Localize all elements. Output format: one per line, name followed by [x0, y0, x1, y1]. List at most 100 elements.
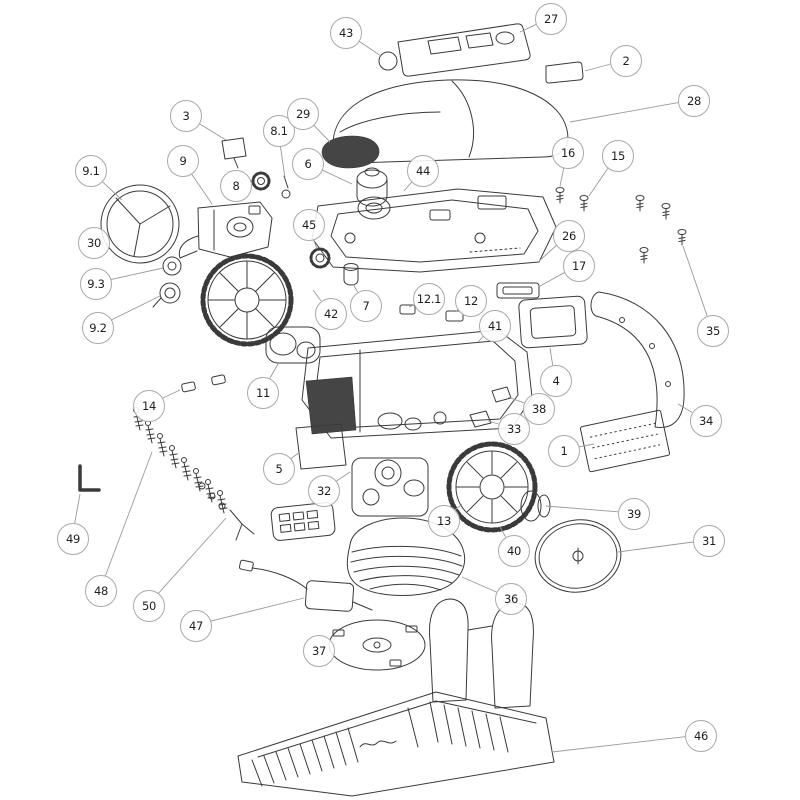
leader-line-49	[74, 493, 81, 524]
leader-line-35	[682, 245, 708, 316]
callout-11: 11	[247, 377, 279, 409]
leader-line-16	[559, 166, 565, 187]
callout-26: 26	[553, 220, 585, 252]
bearing-part	[162, 256, 182, 276]
pcb-part	[579, 409, 671, 473]
leader-line-27	[519, 23, 537, 33]
leader-line-29	[312, 123, 331, 143]
leader-line-8.1	[279, 144, 286, 179]
callout-42: 42	[315, 298, 347, 330]
callout-48: 48	[85, 575, 117, 607]
callout-16: 16	[552, 137, 584, 169]
drive-gear-part	[200, 253, 294, 347]
plate-12-part	[445, 310, 464, 322]
callout-29: 29	[287, 98, 319, 130]
callout-28: 28	[678, 85, 710, 117]
leader-line-38	[507, 396, 525, 404]
leader-line-33	[487, 420, 499, 425]
allen-key-part	[78, 464, 101, 492]
callout-1: 1	[548, 435, 580, 467]
leader-line-6	[320, 168, 353, 185]
leader-line-26	[537, 244, 558, 263]
callout-49: 49	[57, 523, 89, 555]
callout-8: 8	[220, 170, 252, 202]
leader-line-34	[677, 403, 693, 413]
callout-45: 45	[293, 209, 325, 241]
callout-17: 17	[563, 250, 595, 282]
tray-part	[496, 282, 540, 299]
leader-line-3	[197, 122, 227, 141]
callout-50: 50	[133, 590, 165, 622]
leader-line-11	[269, 363, 279, 380]
callout-27: 27	[535, 3, 567, 35]
callout-4: 4	[540, 365, 572, 397]
pcb-small-part	[221, 137, 247, 169]
leader-line-32	[335, 471, 351, 483]
callout-41: 41	[479, 310, 511, 342]
blade-motor-part	[351, 457, 429, 517]
leader-line-50	[157, 517, 227, 595]
callout-7: 7	[350, 290, 382, 322]
leader-line-46	[551, 736, 686, 753]
bushing-part	[343, 263, 359, 286]
clip-part	[181, 374, 226, 393]
callout-9.3: 9.3	[80, 268, 112, 300]
leader-line-47	[209, 597, 305, 622]
callout-47: 47	[180, 610, 212, 642]
callout-44: 44	[407, 155, 439, 187]
leader-line-9.1	[100, 179, 123, 201]
leader-line-36	[461, 576, 497, 593]
knob-part	[378, 51, 398, 71]
callout-9.1: 9.1	[75, 155, 107, 187]
battery-box-part	[518, 295, 588, 349]
callout-38: 38	[523, 393, 555, 425]
leader-line-48	[104, 451, 153, 577]
callout-33: 33	[498, 413, 530, 445]
hub-part	[152, 282, 181, 308]
leader-line-14	[161, 389, 181, 400]
leader-line-44	[403, 181, 413, 192]
leader-line-9.2	[110, 295, 161, 321]
plate-12-1-part	[399, 304, 416, 315]
leader-line-9.3	[109, 267, 164, 281]
leader-line-40	[499, 526, 506, 538]
callout-15: 15	[602, 140, 634, 172]
callout-12.1: 12.1	[413, 283, 445, 315]
cover-insert-part	[545, 61, 584, 84]
callout-30: 30	[78, 227, 110, 259]
leader-line-9	[190, 172, 213, 205]
drive-unit-part	[178, 201, 273, 259]
leader-line-28	[569, 102, 679, 123]
leader-line-17	[539, 271, 566, 287]
callout-46: 46	[685, 720, 717, 752]
ribbed-cover-part	[346, 517, 465, 596]
lid-part	[321, 135, 380, 169]
power-supply-part	[238, 559, 373, 612]
callout-12: 12	[455, 285, 487, 317]
callout-9.2: 9.2	[82, 312, 114, 344]
leader-line-7	[352, 283, 358, 293]
callout-5: 5	[263, 453, 295, 485]
callout-13: 13	[428, 505, 460, 537]
box-part	[295, 423, 347, 470]
callout-9: 9	[167, 145, 199, 177]
pinion-part	[309, 247, 331, 269]
small-gear-part	[251, 171, 291, 199]
bumper-part	[590, 291, 685, 429]
leader-line-31	[617, 541, 694, 553]
callout-14: 14	[133, 390, 165, 422]
filter-panel-part	[270, 502, 336, 541]
callout-34: 34	[690, 405, 722, 437]
callout-35: 35	[697, 315, 729, 347]
leader-line-5	[289, 451, 301, 460]
leader-line-15	[588, 167, 609, 197]
wheel-disc-part	[534, 519, 622, 593]
callout-3: 3	[170, 100, 202, 132]
leader-line-2	[584, 63, 611, 72]
top-panel-part	[397, 23, 531, 77]
leader-line-1	[577, 443, 595, 448]
callout-36: 36	[495, 583, 527, 615]
